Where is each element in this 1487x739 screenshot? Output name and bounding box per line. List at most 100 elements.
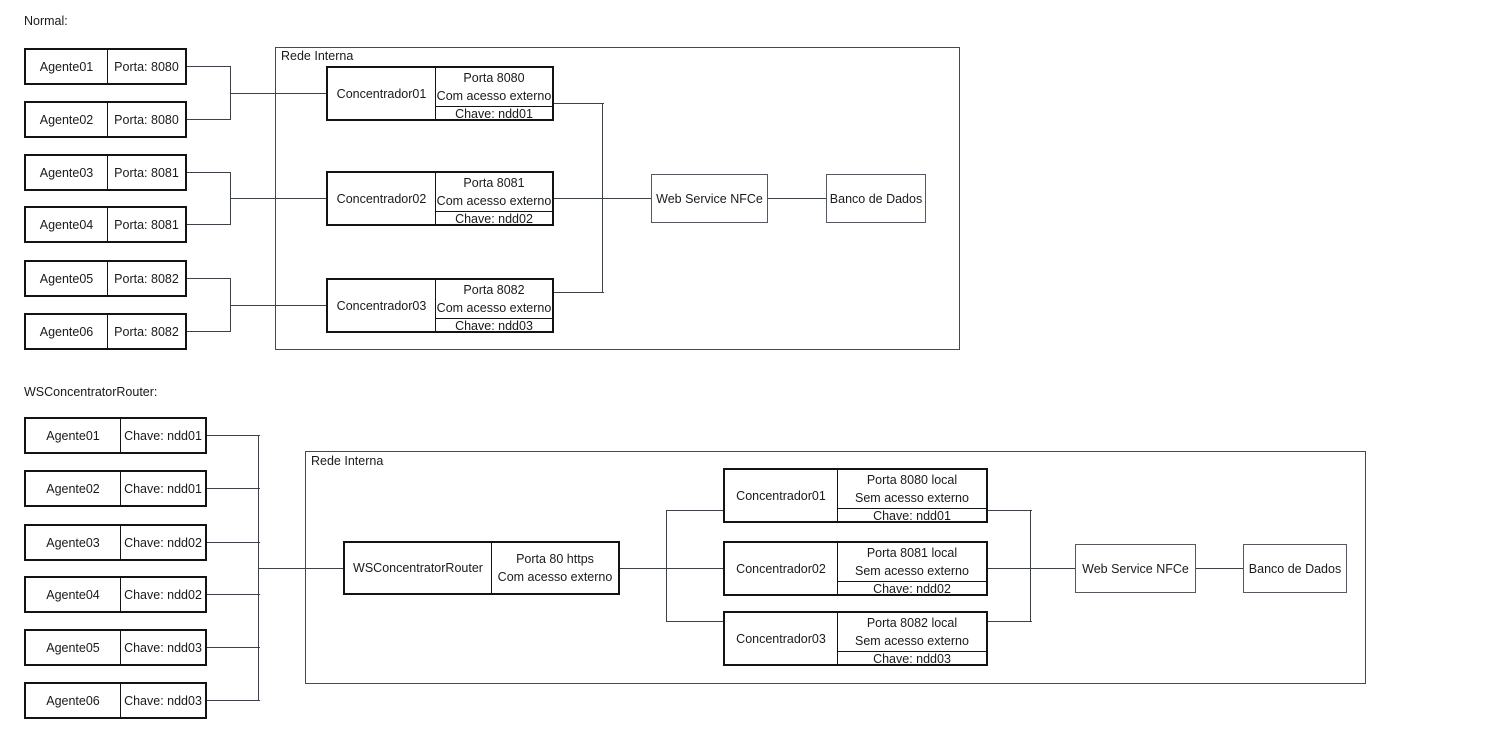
agent-name: Agente01 bbox=[26, 419, 121, 452]
agent-name: Agente06 bbox=[26, 315, 108, 348]
concentrator-acesso: Sem acesso externo bbox=[855, 491, 969, 506]
database-node[interactable]: Banco de Dados bbox=[826, 174, 926, 223]
agent-detail: Porta: 8081 bbox=[114, 217, 179, 232]
agent-box[interactable]: Agente04 Chave: ndd02 bbox=[24, 576, 207, 613]
connector-agent04 bbox=[187, 224, 231, 226]
zone-rede-interna-router bbox=[305, 451, 1366, 684]
connector-web-service-to-database-normal bbox=[767, 198, 827, 200]
agent-name: Agente04 bbox=[26, 208, 108, 241]
connector-agent03 bbox=[187, 172, 231, 174]
connector-bus-to-concentrador03 bbox=[666, 621, 724, 623]
agent-detail: Porta: 8080 bbox=[114, 59, 179, 74]
agent-detail: Porta: 8080 bbox=[114, 112, 179, 127]
concentrator-box[interactable]: Concentrador02 Porta 8081 local Sem aces… bbox=[723, 541, 988, 596]
connector-bus-to-concentrador01 bbox=[666, 510, 724, 512]
agent-detail: Chave: ndd03 bbox=[124, 640, 202, 655]
connector-router-out bbox=[620, 568, 724, 570]
connector-router-agent05 bbox=[207, 647, 260, 649]
connector-concentrador03-out bbox=[554, 292, 604, 294]
connector-router-agent06 bbox=[207, 700, 260, 702]
agent-name: Agente06 bbox=[26, 684, 121, 717]
agent-name: Agente02 bbox=[26, 103, 108, 136]
section-caption-router: WSConcentratorRouter: bbox=[24, 385, 158, 399]
agent-box[interactable]: Agente05 Porta: 8082 bbox=[24, 260, 187, 297]
connector-concentrador01-out bbox=[554, 103, 604, 105]
connector-bus-right-router bbox=[1030, 510, 1032, 622]
concentrator-porta: Porta 8082 local bbox=[866, 616, 958, 630]
concentrator-box[interactable]: Concentrador03 Porta 8082 Com acesso ext… bbox=[326, 278, 554, 333]
web-service-node[interactable]: Web Service NFCe bbox=[1075, 544, 1196, 593]
concentrator-chave: Chave: ndd02 bbox=[455, 212, 533, 227]
agent-detail: Chave: ndd01 bbox=[124, 481, 202, 496]
agent-detail: Chave: ndd02 bbox=[124, 587, 202, 602]
wsconcentratorrouter-acesso: Com acesso externo bbox=[497, 570, 613, 584]
concentrator-porta: Porta 8080 local bbox=[866, 473, 958, 487]
connector-router-agent01 bbox=[207, 435, 260, 437]
concentrator-box[interactable]: Concentrador03 Porta 8082 local Sem aces… bbox=[723, 611, 988, 666]
concentrator-name: Concentrador01 bbox=[328, 68, 436, 119]
concentrator-chave: Chave: ndd02 bbox=[873, 582, 951, 597]
agent-box[interactable]: Agente05 Chave: ndd03 bbox=[24, 629, 207, 666]
connector-bus-router-concentrators bbox=[666, 510, 668, 622]
concentrator-box[interactable]: Concentrador01 Porta 8080 Com acesso ext… bbox=[326, 66, 554, 121]
agent-name: Agente02 bbox=[26, 472, 121, 505]
agent-detail: Porta: 8081 bbox=[114, 165, 179, 180]
connector-router-agent02 bbox=[207, 488, 260, 490]
concentrator-acesso: Sem acesso externo bbox=[855, 634, 969, 649]
connector-pair3-to-concentrador03 bbox=[230, 305, 326, 307]
agent-box[interactable]: Agente04 Porta: 8081 bbox=[24, 206, 187, 243]
connector-pair2-to-concentrador02 bbox=[230, 198, 326, 200]
agent-box[interactable]: Agente01 Porta: 8080 bbox=[24, 48, 187, 85]
agent-box[interactable]: Agente03 Chave: ndd02 bbox=[24, 524, 207, 561]
concentrator-name: Concentrador02 bbox=[328, 173, 436, 224]
agent-detail: Porta: 8082 bbox=[114, 324, 179, 339]
agent-name: Agente03 bbox=[26, 156, 108, 189]
agent-box[interactable]: Agente03 Porta: 8081 bbox=[24, 154, 187, 191]
wsconcentratorrouter-box[interactable]: WSConcentratorRouter Porta 80 https Com … bbox=[343, 541, 620, 595]
wsconcentratorrouter-porta: Porta 80 https bbox=[516, 551, 594, 566]
agent-box[interactable]: Agente06 Porta: 8082 bbox=[24, 313, 187, 350]
concentrator-name: Concentrador03 bbox=[328, 280, 436, 331]
agent-detail: Chave: ndd03 bbox=[124, 693, 202, 708]
concentrator-acesso: Com acesso externo bbox=[436, 89, 552, 104]
agent-name: Agente05 bbox=[26, 631, 121, 664]
agent-box[interactable]: Agente06 Chave: ndd03 bbox=[24, 682, 207, 719]
concentrator-box[interactable]: Concentrador01 Porta 8080 local Sem aces… bbox=[723, 468, 988, 523]
concentrator-name: Concentrador03 bbox=[725, 613, 838, 664]
agent-detail: Porta: 8082 bbox=[114, 271, 179, 286]
connector-router-concentrador03-out bbox=[987, 621, 1032, 623]
connector-router-agent03 bbox=[207, 542, 260, 544]
agent-box[interactable]: Agente02 Porta: 8080 bbox=[24, 101, 187, 138]
concentrator-chave: Chave: ndd03 bbox=[455, 319, 533, 334]
connector-pair1-to-concentrador01 bbox=[230, 93, 326, 95]
section-caption-normal: Normal: bbox=[24, 14, 68, 28]
connector-agent01 bbox=[187, 66, 231, 68]
database-node[interactable]: Banco de Dados bbox=[1243, 544, 1347, 593]
web-service-node[interactable]: Web Service NFCe bbox=[651, 174, 768, 223]
connector-web-service-to-database-router bbox=[1196, 568, 1244, 570]
concentrator-box[interactable]: Concentrador02 Porta 8081 Com acesso ext… bbox=[326, 171, 554, 226]
connector-concentrador02-out bbox=[554, 198, 604, 200]
connector-bus-to-wsconcentratorrouter bbox=[258, 568, 344, 570]
connector-router-concentrador02-out bbox=[987, 568, 1032, 570]
concentrator-porta: Porta 8080 bbox=[463, 71, 525, 85]
agent-box[interactable]: Agente01 Chave: ndd01 bbox=[24, 417, 207, 454]
wsconcentratorrouter-name: WSConcentratorRouter bbox=[345, 543, 492, 593]
agent-box[interactable]: Agente02 Chave: ndd01 bbox=[24, 470, 207, 507]
agent-name: Agente04 bbox=[26, 578, 121, 611]
connector-bus-to-web-service-normal bbox=[602, 198, 652, 200]
connector-router-concentrador01-out bbox=[987, 510, 1032, 512]
concentrator-porta: Porta 8082 bbox=[463, 283, 525, 297]
concentrator-name: Concentrador01 bbox=[725, 470, 838, 521]
zone-label-rede-interna-normal: Rede Interna bbox=[279, 49, 356, 63]
concentrator-acesso: Sem acesso externo bbox=[855, 564, 969, 579]
connector-agent02 bbox=[187, 119, 231, 121]
agent-name: Agente05 bbox=[26, 262, 108, 295]
connector-router-agent04 bbox=[207, 594, 260, 596]
connector-agent06 bbox=[187, 331, 231, 333]
concentrator-porta: Porta 8081 bbox=[463, 176, 525, 190]
agent-name: Agente01 bbox=[26, 50, 108, 83]
agent-name: Agente03 bbox=[26, 526, 121, 559]
concentrator-acesso: Com acesso externo bbox=[436, 194, 552, 209]
